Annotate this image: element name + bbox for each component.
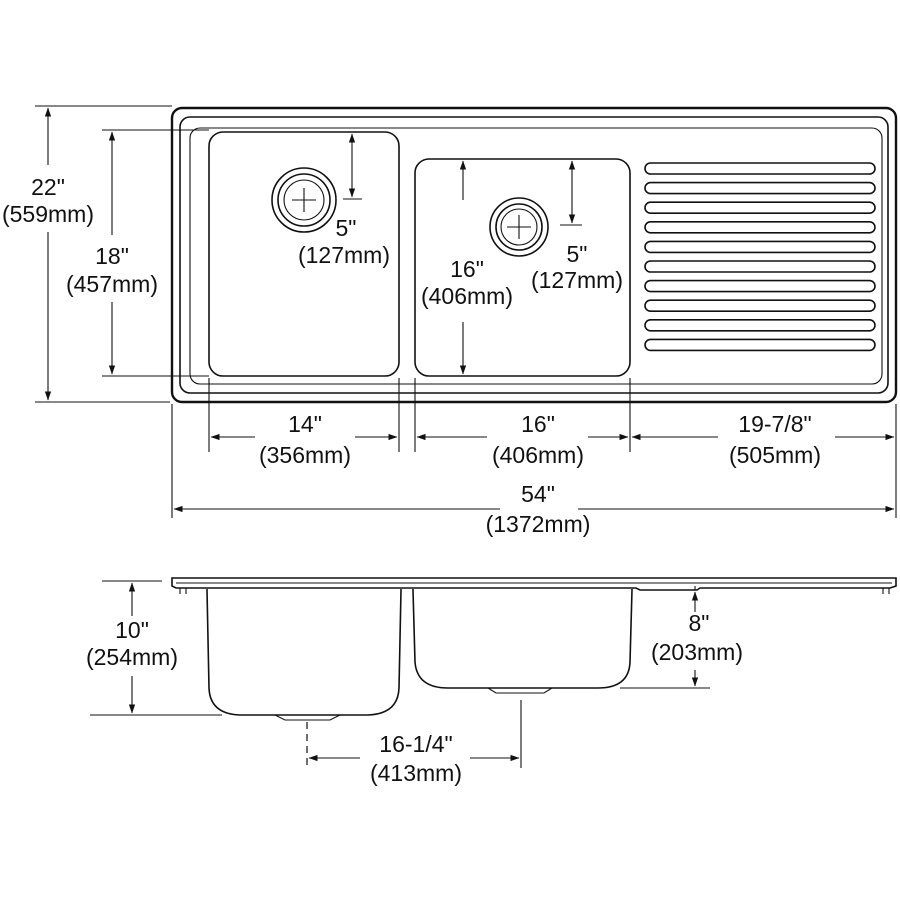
- drain-spacing-imperial: 16-1/4": [379, 731, 452, 757]
- left-bowl-height-imperial: 10": [115, 617, 149, 643]
- right-bowl-depth-imperial: 16": [450, 256, 484, 282]
- top-view: 22" (559mm) 18" (457mm) 5" (127mm) 16" (…: [2, 105, 898, 537]
- right-drain: [489, 197, 549, 257]
- side-view: 10" (254mm) 8" (203mm) 16-1/4" (413mm): [86, 577, 897, 786]
- drainboard-rib: [644, 279, 876, 293]
- drain-spacing-dimension: 16-1/4" (413mm): [306, 700, 522, 786]
- drainboard-rib: [644, 201, 876, 214]
- right-bowl-side: [412, 589, 633, 689]
- left-bowl-depth-dimension: 18" (457mm): [66, 129, 209, 377]
- drainboard-rib: [644, 260, 876, 273]
- right-bowl: [414, 158, 631, 377]
- drain-spacing-metric: (413mm): [370, 760, 462, 786]
- left-drain-offset-metric: (127mm): [298, 242, 390, 268]
- left-bowl-width-dimension: 14" (356mm): [210, 411, 398, 468]
- sink-inner-rim: [179, 116, 889, 394]
- drainboard-rib: [644, 221, 876, 234]
- drainboard-ribs: [644, 162, 876, 352]
- left-bowl-depth-metric: (457mm): [66, 271, 158, 297]
- drainboard-rib: [644, 338, 876, 352]
- left-bowl-height-metric: (254mm): [86, 644, 178, 670]
- right-bowl-width-dimension: 16" (406mm): [416, 411, 629, 468]
- side-deck: [171, 577, 897, 591]
- drainboard-rib: [644, 240, 876, 254]
- sink-deck-edge: [189, 127, 883, 385]
- right-bowl-depth-metric: (406mm): [421, 283, 513, 309]
- overall-depth-metric: (559mm): [2, 201, 94, 227]
- right-bowl-height-dimension: 8" (203mm): [620, 591, 743, 689]
- drainboard-width-imperial: 19-7/8": [738, 411, 811, 437]
- overall-width-metric: (1372mm): [486, 511, 591, 537]
- right-bowl-depth-dimension: 16" (406mm): [421, 160, 513, 375]
- left-bowl-depth-imperial: 18": [95, 243, 129, 269]
- left-drain: [271, 167, 337, 233]
- left-drain-offset-dimension: 5" (127mm): [298, 133, 390, 268]
- right-bowl-width-metric: (406mm): [492, 442, 584, 468]
- right-drain-offset-dimension: 5" (127mm): [531, 160, 623, 293]
- drainboard-width-dimension: 19-7/8" (505mm): [631, 411, 895, 468]
- left-bowl-side: [206, 589, 402, 716]
- right-bowl-width-imperial: 16": [521, 411, 555, 437]
- left-bowl: [208, 131, 400, 377]
- sink-outer-rim: [170, 106, 898, 404]
- left-bowl-width-imperial: 14": [288, 411, 322, 437]
- overall-width-imperial: 54": [521, 481, 555, 507]
- right-bowl-height-metric: (203mm): [651, 639, 743, 665]
- drainboard-rib: [644, 181, 876, 195]
- drainboard-width-metric: (505mm): [729, 442, 821, 468]
- overall-width-dimension: 54" (1372mm): [173, 481, 895, 537]
- drainboard-rib: [644, 162, 876, 175]
- overall-depth-imperial: 22": [31, 174, 65, 200]
- left-drain-offset-imperial: 5": [336, 215, 357, 241]
- right-drain-offset-metric: (127mm): [531, 267, 623, 293]
- drainboard-rib: [644, 318, 876, 332]
- drainboard-rib: [644, 299, 876, 313]
- right-bowl-height-imperial: 8": [689, 610, 710, 636]
- right-drain-offset-imperial: 5": [567, 241, 588, 267]
- overall-depth-dimension: 22" (559mm): [2, 105, 172, 403]
- left-bowl-height-dimension: 10" (254mm): [86, 580, 222, 716]
- left-bowl-width-metric: (356mm): [259, 442, 351, 468]
